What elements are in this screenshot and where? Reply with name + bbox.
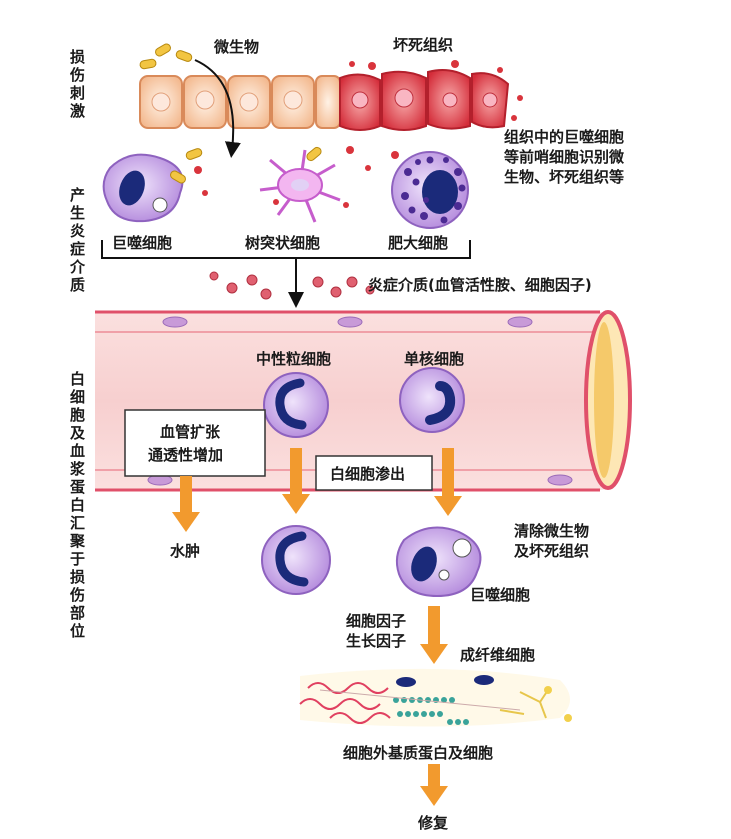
label-macrophage: 巨噬细胞 — [112, 234, 172, 252]
label-factors-1: 细胞因子 — [346, 612, 406, 630]
side-char: 白 — [70, 370, 85, 388]
side-char: 细 — [70, 388, 85, 406]
neutrophil-tissue — [261, 525, 331, 595]
healthy-cells — [139, 75, 341, 129]
side-char: 生 — [70, 204, 85, 222]
label-clearance-2: 及坏死组织 — [514, 542, 589, 560]
label-recognition-2: 等前哨细胞识别微 — [504, 148, 625, 166]
neutrophil-vessel — [263, 372, 329, 438]
label-factors-2: 生长因子 — [346, 632, 406, 650]
monocyte-vessel — [399, 367, 465, 433]
side-char: 伤 — [69, 66, 85, 84]
sentinel-cells — [102, 146, 469, 229]
side-label-mediators: 产 生 炎 症 介 质 — [69, 186, 86, 294]
side-char: 于 — [70, 550, 85, 568]
side-char: 胞 — [69, 406, 85, 424]
side-char: 介 — [69, 258, 86, 276]
side-char: 蛋 — [70, 478, 85, 496]
label-extravasation: 白细胞渗出 — [330, 465, 405, 483]
label-recognition-3: 生物、坏死组织等 — [504, 168, 624, 186]
label-neutrophil: 中性粒细胞 — [256, 350, 331, 368]
side-char: 及 — [70, 424, 86, 442]
label-monocyte: 单核细胞 — [404, 350, 464, 368]
label-microbes: 微生物 — [213, 38, 259, 56]
label-dendritic: 树突状细胞 — [245, 234, 320, 252]
tissue-row — [139, 43, 523, 158]
side-char: 症 — [70, 240, 85, 258]
side-char: 刺 — [70, 84, 85, 102]
label-macrophage-2: 巨噬细胞 — [470, 586, 530, 604]
bracket — [101, 240, 471, 259]
vaso-box — [124, 409, 266, 477]
side-label-injury: 损 伤 刺 激 — [69, 48, 86, 120]
microbes — [139, 43, 193, 70]
side-char: 质 — [70, 276, 85, 294]
side-char: 激 — [70, 102, 86, 120]
label-vaso-2: 通透性增加 — [148, 446, 223, 464]
side-char: 白 — [70, 496, 85, 514]
side-char: 损 — [70, 48, 85, 66]
repair-tissue — [299, 668, 572, 727]
side-char: 伤 — [69, 586, 85, 604]
side-char: 汇 — [70, 514, 85, 532]
label-clearance-1: 清除微生物 — [514, 522, 589, 540]
label-fibroblast: 成纤维细胞 — [460, 646, 535, 664]
side-char: 炎 — [70, 222, 85, 240]
necrotic-cells — [339, 60, 523, 131]
side-char: 位 — [70, 622, 85, 640]
label-recognition-1: 组织中的巨噬细胞 — [504, 128, 624, 146]
label-vaso-1: 血管扩张 — [160, 423, 221, 441]
side-char: 部 — [70, 604, 85, 622]
side-char: 损 — [70, 568, 85, 586]
label-edema: 水肿 — [170, 542, 200, 560]
label-necrotic: 坏死组织 — [393, 36, 453, 54]
extravasation-box — [315, 455, 433, 491]
side-char: 聚 — [69, 532, 86, 550]
side-char: 浆 — [70, 460, 86, 478]
label-mediators: 炎症介质(血管活性胺、细胞因子) — [368, 276, 592, 294]
macrophage-tissue — [395, 526, 482, 598]
label-mast: 肥大细胞 — [388, 234, 448, 252]
side-char: 产 — [70, 186, 85, 204]
mediator-dots — [209, 271, 375, 300]
side-char: 血 — [70, 442, 85, 460]
label-matrix: 细胞外基质蛋白及细胞 — [343, 744, 493, 762]
label-repair: 修复 — [417, 814, 449, 832]
orange-arrows — [172, 448, 462, 806]
microbe-arrow — [194, 59, 241, 158]
